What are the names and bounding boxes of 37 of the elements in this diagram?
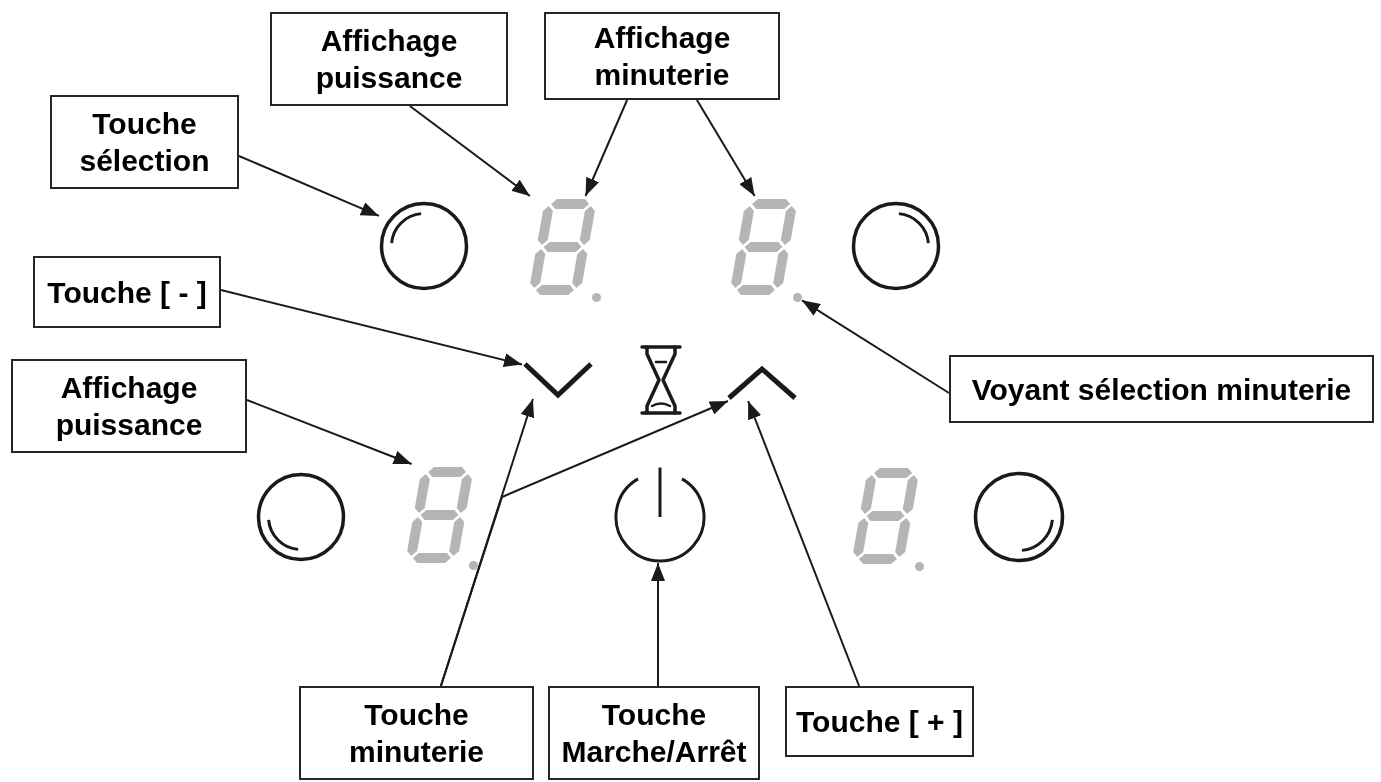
callout-text: Affichage minuterie: [592, 20, 732, 93]
callout-box: [785, 686, 974, 757]
circle-key-icon: [256, 472, 346, 562]
callout-text: Touche [ - ]: [47, 274, 207, 311]
leader-arrow: [584, 99, 629, 197]
leader-arrow: [246, 399, 413, 465]
callout-box: [949, 355, 1374, 423]
leader-arrow: [695, 99, 756, 197]
leader-arrow: [220, 289, 523, 367]
callout-text: Touche sélection: [78, 106, 211, 179]
callout-box: [50, 95, 239, 189]
callout-text: Voyant sélection minuterie: [971, 371, 1352, 408]
callout-box: [299, 686, 534, 780]
callout-text: Touche Marche/Arrêt: [560, 697, 748, 770]
leader-arrow: [439, 400, 729, 687]
callout-text: Touche [ + ]: [796, 704, 963, 740]
leader-arrow: [747, 400, 861, 687]
callout-text: Affichage puissance: [54, 370, 204, 443]
callout-box: [548, 686, 760, 780]
dot-icon: [793, 293, 802, 302]
callout-box: [544, 12, 780, 100]
leader-arrow: [408, 105, 531, 197]
circle-key-icon: [973, 471, 1065, 563]
callout-box: [33, 256, 221, 328]
chevron-down-icon: [522, 361, 594, 399]
circle-key-icon: [379, 201, 469, 291]
leader-arrow: [801, 299, 950, 394]
power-icon: [614, 466, 706, 563]
leader-arrow: [238, 155, 380, 217]
callout-text: Touche minuterie: [348, 697, 485, 770]
circle-key-icon: [851, 201, 941, 291]
callout-box: [11, 359, 247, 453]
hourglass-icon: [638, 343, 684, 417]
callout-box: [270, 12, 508, 106]
chevron-up-icon: [726, 365, 798, 401]
leader-arrow: [651, 562, 665, 687]
callout-text: Affichage puissance: [314, 23, 464, 96]
